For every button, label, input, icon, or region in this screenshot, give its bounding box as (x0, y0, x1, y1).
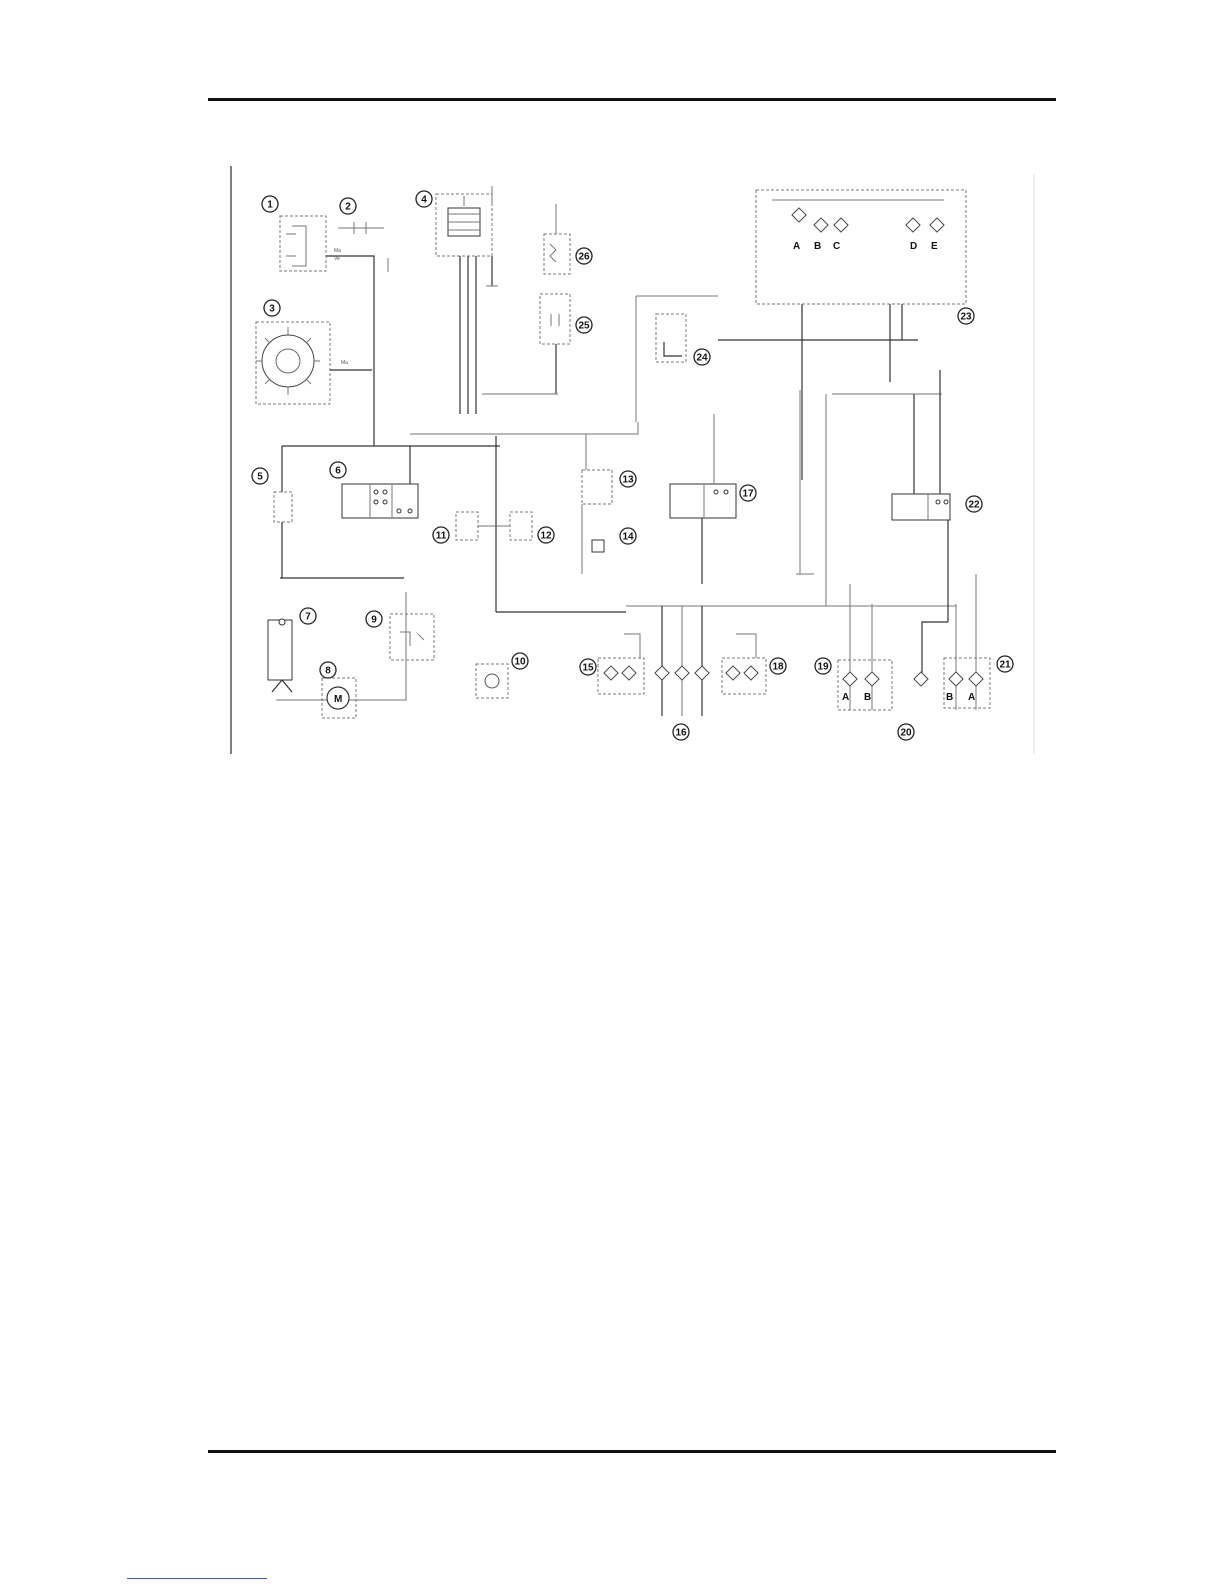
component-1-symbol: Ma Ve (280, 216, 374, 446)
callout-25: 25 (576, 317, 592, 333)
callout-number: 22 (968, 500, 980, 511)
callout-number: 26 (578, 252, 590, 263)
callout-number: 20 (900, 728, 912, 739)
header-rule (208, 98, 1056, 101)
callout-13: 13 (620, 471, 636, 487)
callout-19: 19 (815, 658, 831, 674)
component-26-25-fuses (482, 204, 570, 394)
component-3-stator: Ma (256, 322, 372, 404)
component-11-12-switches (456, 512, 532, 540)
main-bus (280, 422, 638, 612)
svg-text:Ve: Ve (334, 256, 340, 262)
component-6-switch (342, 446, 418, 518)
callout-11: 11 (433, 527, 449, 543)
component-13-14-sensors (582, 434, 612, 574)
footer-rule (208, 1450, 1056, 1453)
callout-15: 15 (580, 659, 596, 675)
callout-17: 17 (740, 485, 756, 501)
callout-number: 4 (421, 195, 427, 206)
callout-number: 2 (345, 202, 351, 213)
c21-letter-a: A (968, 692, 975, 703)
callout-number: 8 (325, 666, 331, 677)
callout-number: 25 (578, 321, 590, 332)
dashboard-letter-b: B (814, 241, 821, 252)
svg-text:Ma: Ma (334, 248, 341, 254)
callout-number: 11 (436, 531, 447, 542)
callout-number: 17 (742, 489, 754, 500)
component-4-unit (436, 186, 498, 414)
callout-number: 14 (622, 532, 634, 543)
motor-symbol-label: M (334, 694, 342, 705)
callout-2: 2 (340, 198, 356, 214)
svg-text:Ma: Ma (341, 360, 348, 366)
callout-number: 3 (269, 304, 275, 315)
callout-6: 6 (330, 462, 346, 478)
callout-24: 24 (694, 349, 710, 365)
callout-number: 16 (675, 728, 687, 739)
callout-18: 18 (770, 658, 786, 674)
callout-number: 1 (267, 200, 273, 211)
component-17-switch (670, 414, 736, 584)
callout-1: 1 (262, 196, 278, 212)
callout-9: 9 (366, 611, 382, 627)
callout-number: 24 (696, 353, 708, 364)
bottom-lamps (598, 574, 990, 716)
callout-number: 5 (257, 472, 263, 483)
callout-number: 13 (622, 475, 634, 486)
callout-number: 7 (305, 612, 311, 623)
component-2-symbol (338, 222, 388, 272)
callout-number: 23 (960, 312, 972, 323)
callout-number: 19 (817, 662, 829, 673)
callout-5: 5 (252, 468, 268, 484)
footer-link-underline (127, 1578, 267, 1579)
callout-7: 7 (300, 608, 316, 624)
callout-4: 4 (416, 191, 432, 207)
callout-22: 22 (966, 496, 982, 512)
callout-21: 21 (997, 656, 1013, 672)
component-7-8-9-start: M (268, 592, 434, 718)
callout-14: 14 (620, 528, 636, 544)
c19-letter-b: B (864, 692, 871, 703)
component-10-horn (476, 664, 508, 698)
callout-number: 6 (335, 466, 341, 477)
callout-16: 16 (673, 724, 689, 740)
callout-10: 10 (512, 653, 528, 669)
callout-23: 23 (958, 308, 974, 324)
callout-12: 12 (538, 527, 554, 543)
callout-number: 21 (999, 660, 1011, 671)
callout-20: 20 (898, 724, 914, 740)
component-23-dashboard (718, 190, 966, 480)
wiring-diagram: Ma Ve Ma (226, 164, 1038, 756)
c19-letter-a: A (842, 692, 849, 703)
callout-number: 9 (371, 615, 377, 626)
callout-number: 12 (540, 531, 552, 542)
c21-letter-b: B (946, 692, 953, 703)
component-22-switch (892, 494, 950, 676)
callout-26: 26 (576, 248, 592, 264)
callout-3: 3 (264, 300, 280, 316)
callout-number: 10 (514, 657, 526, 668)
dashboard-letter-a: A (793, 241, 800, 252)
dashboard-letter-e: E (931, 241, 938, 252)
component-5-symbol (274, 446, 292, 578)
callout-number: 15 (582, 663, 594, 674)
dashboard-letter-d: D (910, 241, 917, 252)
callout-8: 8 (320, 662, 336, 678)
dashboard-letter-c: C (833, 241, 840, 252)
lamp-glyphs (604, 208, 983, 686)
callout-number: 18 (772, 662, 784, 673)
